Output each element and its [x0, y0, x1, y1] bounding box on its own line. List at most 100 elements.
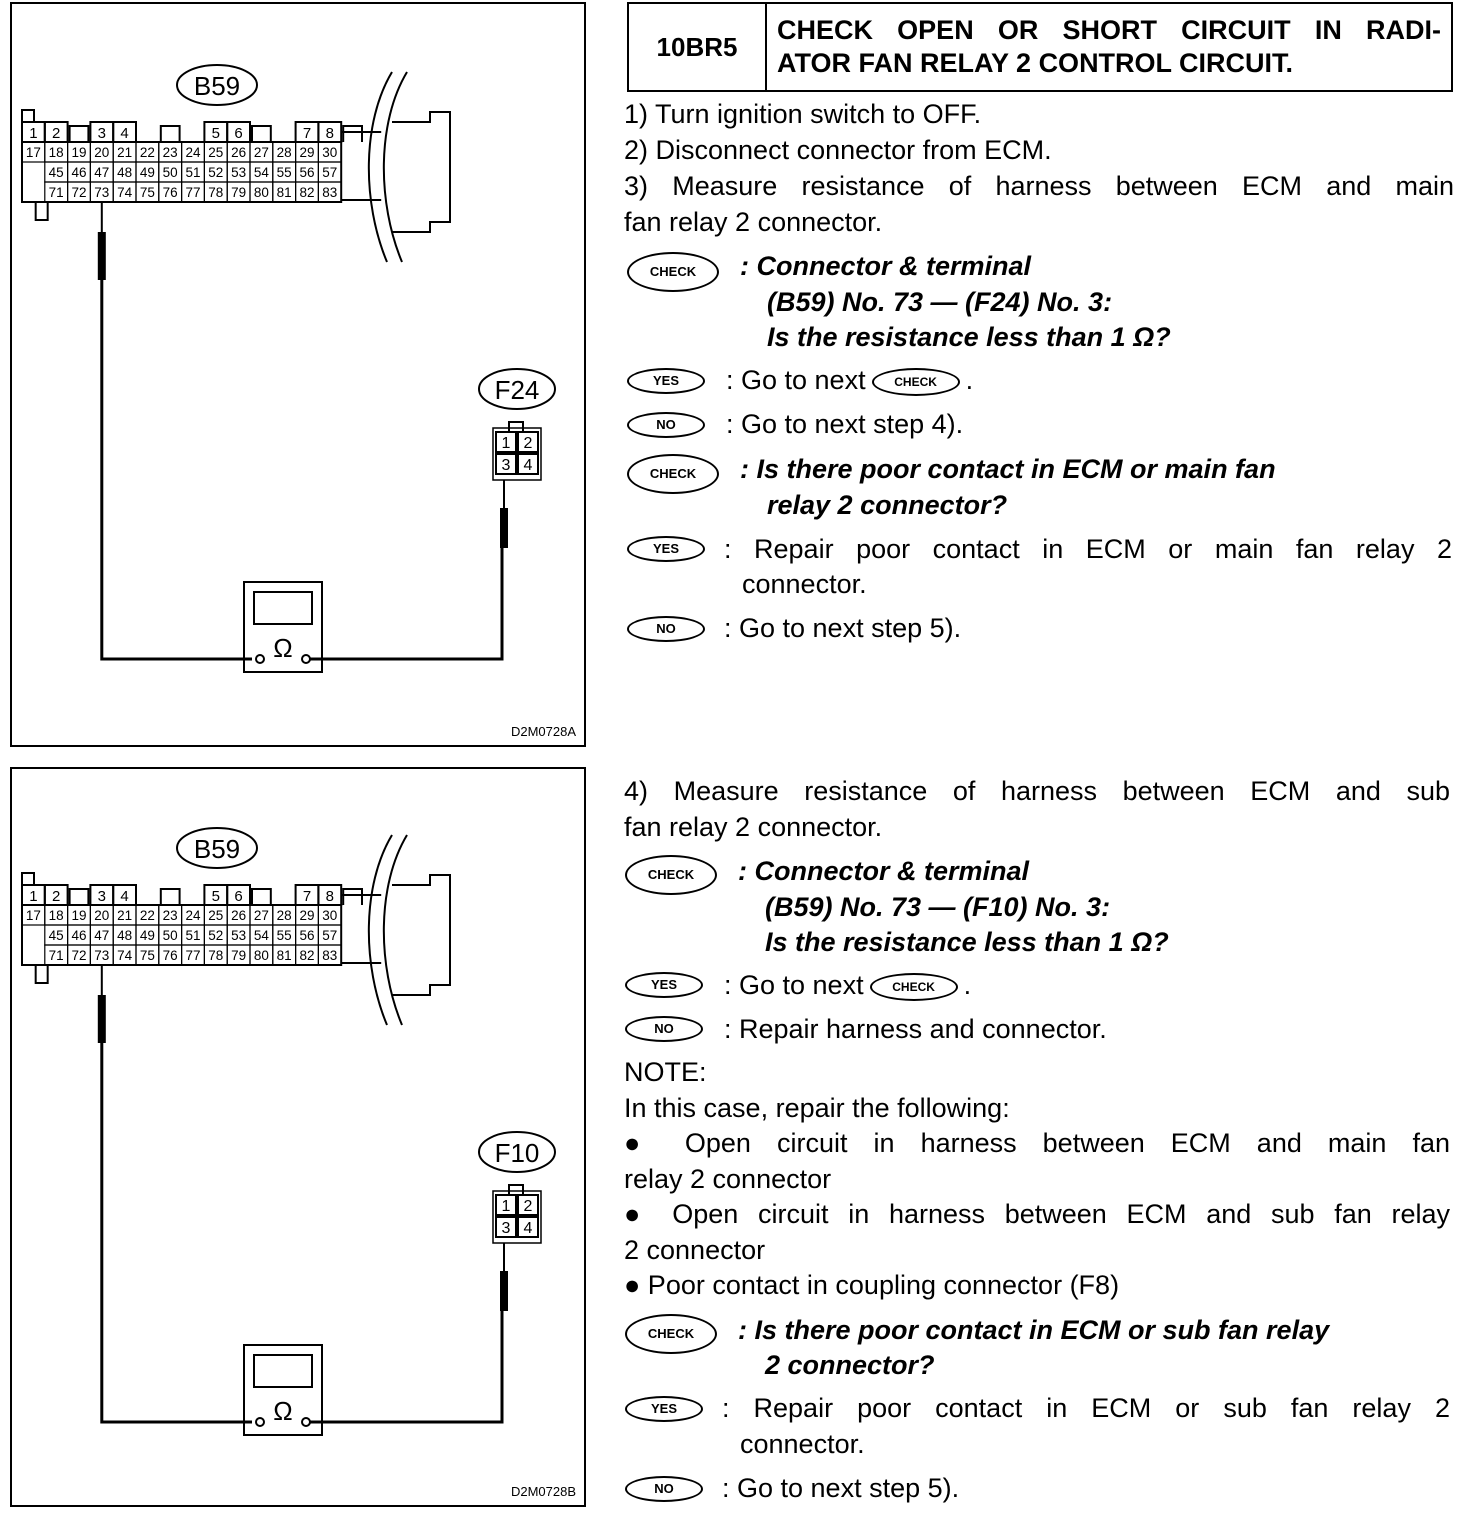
- probe-tip: [97, 232, 106, 280]
- no-1-text: : Go to next step 4).: [726, 409, 964, 439]
- pin-number: 74: [117, 185, 133, 200]
- yes-badge: YES: [627, 368, 705, 394]
- test-lead-b: [310, 1307, 504, 1424]
- pin-cell: [517, 1194, 539, 1216]
- pin-number: 28: [277, 908, 292, 923]
- title-line-1: CHECK OPEN OR SHORT CIRCUIT IN RADI-: [777, 15, 1441, 45]
- connector-foot: [34, 201, 49, 221]
- ecm-housing: [392, 874, 451, 996]
- pin-number: 77: [185, 948, 200, 963]
- pin-number: 24: [185, 145, 201, 160]
- pin-number: 54: [254, 165, 270, 180]
- step-3: 3) Measure resistance of harness between…: [624, 171, 1454, 201]
- pin-number: 47: [94, 928, 109, 943]
- bullet-2-line-2: 2 connector: [624, 1235, 766, 1265]
- pin-number: 76: [163, 948, 178, 963]
- pin-number: 2: [524, 435, 533, 452]
- pin-number: 3: [502, 457, 511, 474]
- section-1: 1) Turn ignition switch to OFF. 2) Disco…: [624, 0, 1454, 760]
- step-3-cont: fan relay 2 connector.: [624, 207, 883, 237]
- pin-number: 71: [49, 948, 64, 963]
- pin-number: 6: [234, 125, 242, 142]
- pin-number: 2: [524, 1198, 533, 1215]
- connector-label-b59: B59: [194, 71, 240, 101]
- no-4-text: : Go to next step 5).: [722, 1473, 960, 1503]
- pin-number: 5: [212, 125, 220, 142]
- probe-tip: [500, 1271, 508, 1311]
- probe-tip: [97, 995, 106, 1043]
- check-badge: CHECK: [627, 252, 719, 292]
- no-badge: NO: [627, 412, 705, 438]
- yes-2-line-2: connector.: [742, 569, 867, 599]
- pin-number: 53: [231, 928, 246, 943]
- pin-number: 7: [303, 888, 311, 905]
- yes-2-line-1: : Repair poor contact in ECM or main fan…: [724, 534, 1452, 564]
- ohm-symbol: Ω: [273, 633, 292, 663]
- pin-number: 26: [231, 145, 246, 160]
- procedure-header: 10BR5 CHECK OPEN OR SHORT CIRCUIT IN RAD…: [627, 2, 1453, 92]
- connector-label-oval: [478, 1131, 556, 1173]
- pin-number: 30: [322, 145, 337, 160]
- connector-label-f: F24: [495, 375, 540, 405]
- key-slot: [342, 125, 363, 142]
- connector-label-b59: B59: [194, 834, 240, 864]
- pin-number: 45: [49, 165, 64, 180]
- pin-number: 3: [98, 888, 106, 905]
- pin-number: 79: [231, 185, 246, 200]
- pin-cell: [495, 453, 517, 475]
- pin-number: 5: [212, 888, 220, 905]
- pin-number: 82: [299, 948, 314, 963]
- pin-number: 48: [117, 928, 132, 943]
- pin-number: 21: [117, 145, 132, 160]
- break-line: [367, 834, 393, 1026]
- check-3-line-2: (B59) No. 73 — (F10) No. 3:: [765, 892, 1111, 922]
- pin-number: 45: [49, 928, 64, 943]
- key-slot: [68, 888, 90, 905]
- check-4-line-2: 2 connector?: [765, 1350, 935, 1380]
- break-line: [382, 834, 408, 1026]
- connector-tab: [508, 421, 524, 433]
- pin-number: 22: [140, 908, 155, 923]
- bullet-2-line-1: ● Open circuit in harness between ECM an…: [624, 1199, 1450, 1229]
- pin-number: 78: [208, 185, 223, 200]
- check-badge: CHECK: [627, 454, 719, 494]
- check-badge-inline: CHECK: [869, 972, 958, 1001]
- yes-3-post: .: [963, 970, 972, 1000]
- break-line: [382, 71, 408, 263]
- pin-number: 57: [322, 165, 337, 180]
- test-lead-b: [310, 544, 504, 661]
- housing-edge: [341, 894, 382, 964]
- ohmmeter-display: [253, 591, 313, 625]
- pin-number: 47: [94, 165, 109, 180]
- ecm-housing: [392, 111, 451, 233]
- check-badge-inline: CHECK: [871, 367, 960, 396]
- pin-number: 83: [322, 948, 337, 963]
- yes-badge: YES: [625, 1396, 703, 1422]
- pin-number: 1: [29, 125, 37, 142]
- pin-number: 81: [277, 185, 292, 200]
- meter-terminal: [301, 1417, 311, 1427]
- pin-number: 83: [322, 185, 337, 200]
- pin-number: 81: [277, 948, 292, 963]
- pin-number: 25: [208, 908, 223, 923]
- step-4: 4) Measure resistance of harness between…: [624, 776, 1450, 806]
- pin-number: 29: [299, 145, 314, 160]
- pin-number: 4: [120, 888, 128, 905]
- pin-number: 17: [26, 145, 41, 160]
- pin-number: 78: [208, 948, 223, 963]
- pin-number: 80: [254, 185, 269, 200]
- pin-number: 18: [49, 908, 64, 923]
- connector-tab: [508, 1184, 524, 1196]
- yes-badge: YES: [627, 536, 705, 562]
- pin-number: 27: [254, 908, 269, 923]
- yes-4-line-1: : Repair poor contact in ECM or sub fan …: [722, 1393, 1450, 1423]
- pin-number: 23: [163, 908, 178, 923]
- step-1: 1) Turn ignition switch to OFF.: [624, 99, 982, 129]
- pin-number: 73: [94, 185, 109, 200]
- pin-number: 3: [98, 125, 106, 142]
- meter-terminal: [255, 654, 265, 664]
- no-3-text: : Repair harness and connector.: [724, 1014, 1107, 1044]
